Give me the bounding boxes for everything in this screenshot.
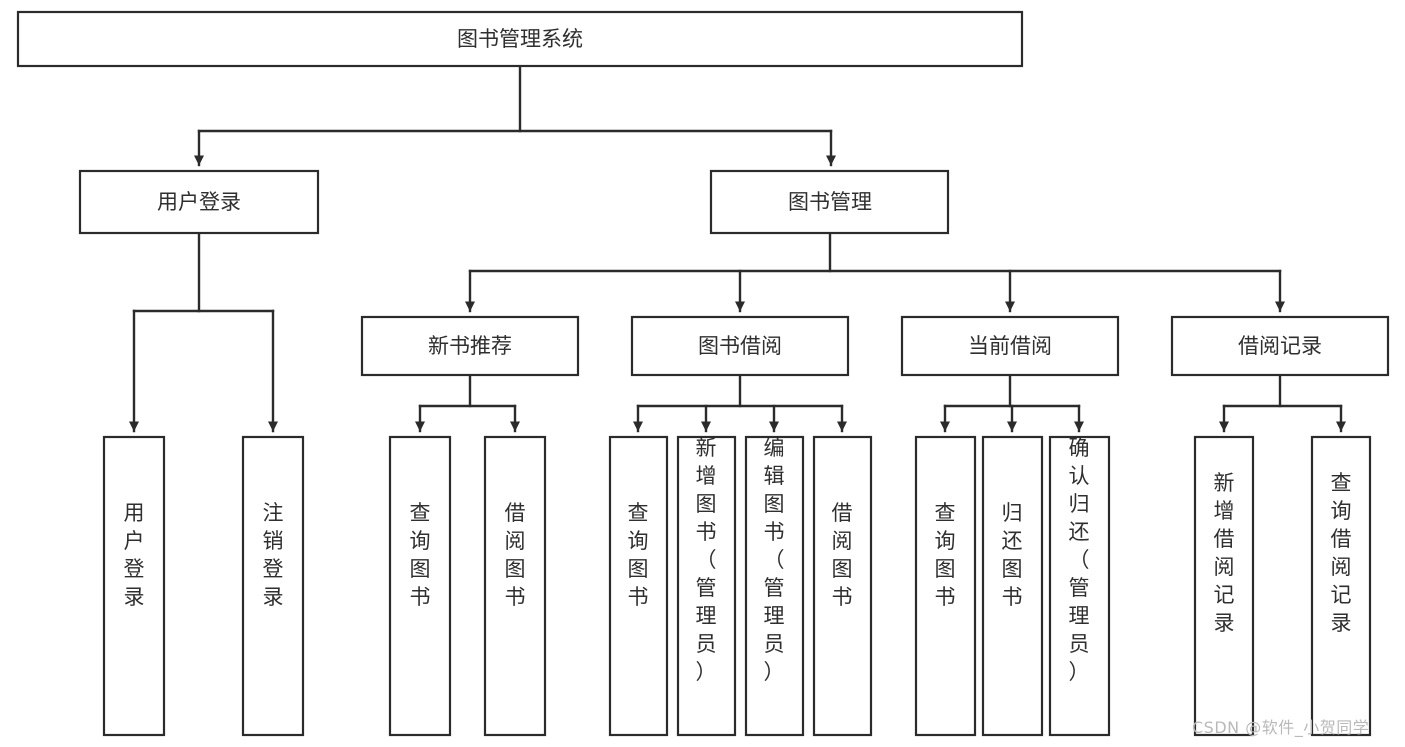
node-current-borrow-box[interactable] [900, 315, 1120, 377]
node-book-management[interactable]: 图书管理 [709, 169, 950, 235]
node-leaf-add-borrow-record-label: 新增借阅记录 [1214, 471, 1235, 635]
node-leaf-logout-login-label: 注销登录 [263, 501, 284, 609]
node-leaf-user-login-label: 用户登录 [124, 501, 145, 609]
node-user-login-box[interactable] [78, 169, 320, 235]
node-leaf-add-borrow-record-box[interactable] [1193, 435, 1255, 737]
node-root-label: 图书管理系统 [457, 27, 583, 51]
node-leaf-query-borrow-record-label: 查询借阅记录 [1331, 471, 1352, 635]
node-leaf-query-book-recommend-label: 查询图书 [410, 501, 431, 609]
node-leaf-query-borrow-record-box[interactable] [1310, 435, 1372, 737]
node-leaf-query-book-current-label: 查询图书 [935, 501, 956, 609]
node-book-borrow-box[interactable] [630, 315, 850, 377]
node-leaf-borrow-book[interactable]: 借阅图书 [812, 435, 873, 737]
node-leaf-query-book-recommend-box[interactable] [388, 435, 452, 737]
node-leaf-add-book-admin-label: 新增图书（管理员） [696, 436, 717, 684]
node-book-borrow[interactable]: 图书借阅 [630, 315, 850, 377]
node-leaf-query-book-current[interactable]: 查询图书 [914, 435, 977, 737]
node-group: 图书管理系统 用户登录 图书管理 新书推荐 图书借阅 [16, 10, 1390, 737]
csdn-watermark: CSDN @软件_小贺同学 [1192, 718, 1370, 737]
node-user-login[interactable]: 用户登录 [78, 169, 320, 235]
node-leaf-borrow-book-box[interactable] [812, 435, 873, 737]
node-book-management-box[interactable] [709, 169, 950, 235]
node-leaf-query-book-current-box[interactable] [914, 435, 977, 737]
node-leaf-query-borrow-record[interactable]: 查询借阅记录 [1310, 435, 1372, 737]
node-leaf-confirm-return-admin-box[interactable] [1048, 435, 1111, 737]
node-leaf-confirm-return-admin-label: 确认归还（管理员） [1069, 436, 1090, 684]
node-borrow-record-label: 借阅记录 [1238, 334, 1322, 358]
connector-group [129, 64, 1346, 433]
node-leaf-query-book-borrow-box[interactable] [608, 435, 669, 737]
node-leaf-add-book-admin[interactable]: 新增图书（管理员） [676, 435, 737, 737]
node-leaf-confirm-return-admin[interactable]: 确认归还（管理员） [1048, 435, 1111, 737]
node-leaf-query-book-recommend[interactable]: 查询图书 [388, 435, 452, 737]
node-new-book-recommend[interactable]: 新书推荐 [360, 315, 580, 377]
node-root-box[interactable] [16, 10, 1024, 68]
node-new-book-recommend-box[interactable] [360, 315, 580, 377]
node-leaf-edit-book-admin-label: 编辑图书（管理员） [764, 436, 785, 684]
node-book-management-label: 图书管理 [788, 190, 872, 214]
node-leaf-borrow-book-recommend-label: 借阅图书 [505, 501, 526, 609]
node-book-borrow-label: 图书借阅 [698, 334, 782, 358]
node-leaf-edit-book-admin[interactable]: 编辑图书（管理员） [744, 435, 805, 737]
node-user-login-label: 用户登录 [157, 190, 241, 214]
node-leaf-logout-login-box[interactable] [241, 435, 305, 737]
node-leaf-query-book-borrow[interactable]: 查询图书 [608, 435, 669, 737]
node-leaf-return-book-label: 归还图书 [1002, 501, 1023, 609]
node-leaf-query-book-borrow-label: 查询图书 [628, 501, 649, 609]
node-borrow-record[interactable]: 借阅记录 [1170, 315, 1390, 377]
node-leaf-add-book-admin-box[interactable] [676, 435, 737, 737]
node-borrow-record-box[interactable] [1170, 315, 1390, 377]
node-leaf-return-book[interactable]: 归还图书 [981, 435, 1044, 737]
node-leaf-borrow-book-recommend[interactable]: 借阅图书 [483, 435, 547, 737]
node-leaf-logout-login[interactable]: 注销登录 [241, 435, 305, 737]
node-current-borrow[interactable]: 当前借阅 [900, 315, 1120, 377]
node-leaf-user-login[interactable]: 用户登录 [102, 435, 166, 737]
node-root[interactable]: 图书管理系统 [16, 10, 1024, 68]
node-leaf-borrow-book-recommend-box[interactable] [483, 435, 547, 737]
node-current-borrow-label: 当前借阅 [968, 334, 1052, 358]
node-leaf-add-borrow-record[interactable]: 新增借阅记录 [1193, 435, 1255, 737]
node-leaf-borrow-book-label: 借阅图书 [832, 501, 853, 609]
node-leaf-return-book-box[interactable] [981, 435, 1044, 737]
node-leaf-edit-book-admin-box[interactable] [744, 435, 805, 737]
node-leaf-user-login-box[interactable] [102, 435, 166, 737]
node-new-book-recommend-label: 新书推荐 [428, 334, 512, 358]
